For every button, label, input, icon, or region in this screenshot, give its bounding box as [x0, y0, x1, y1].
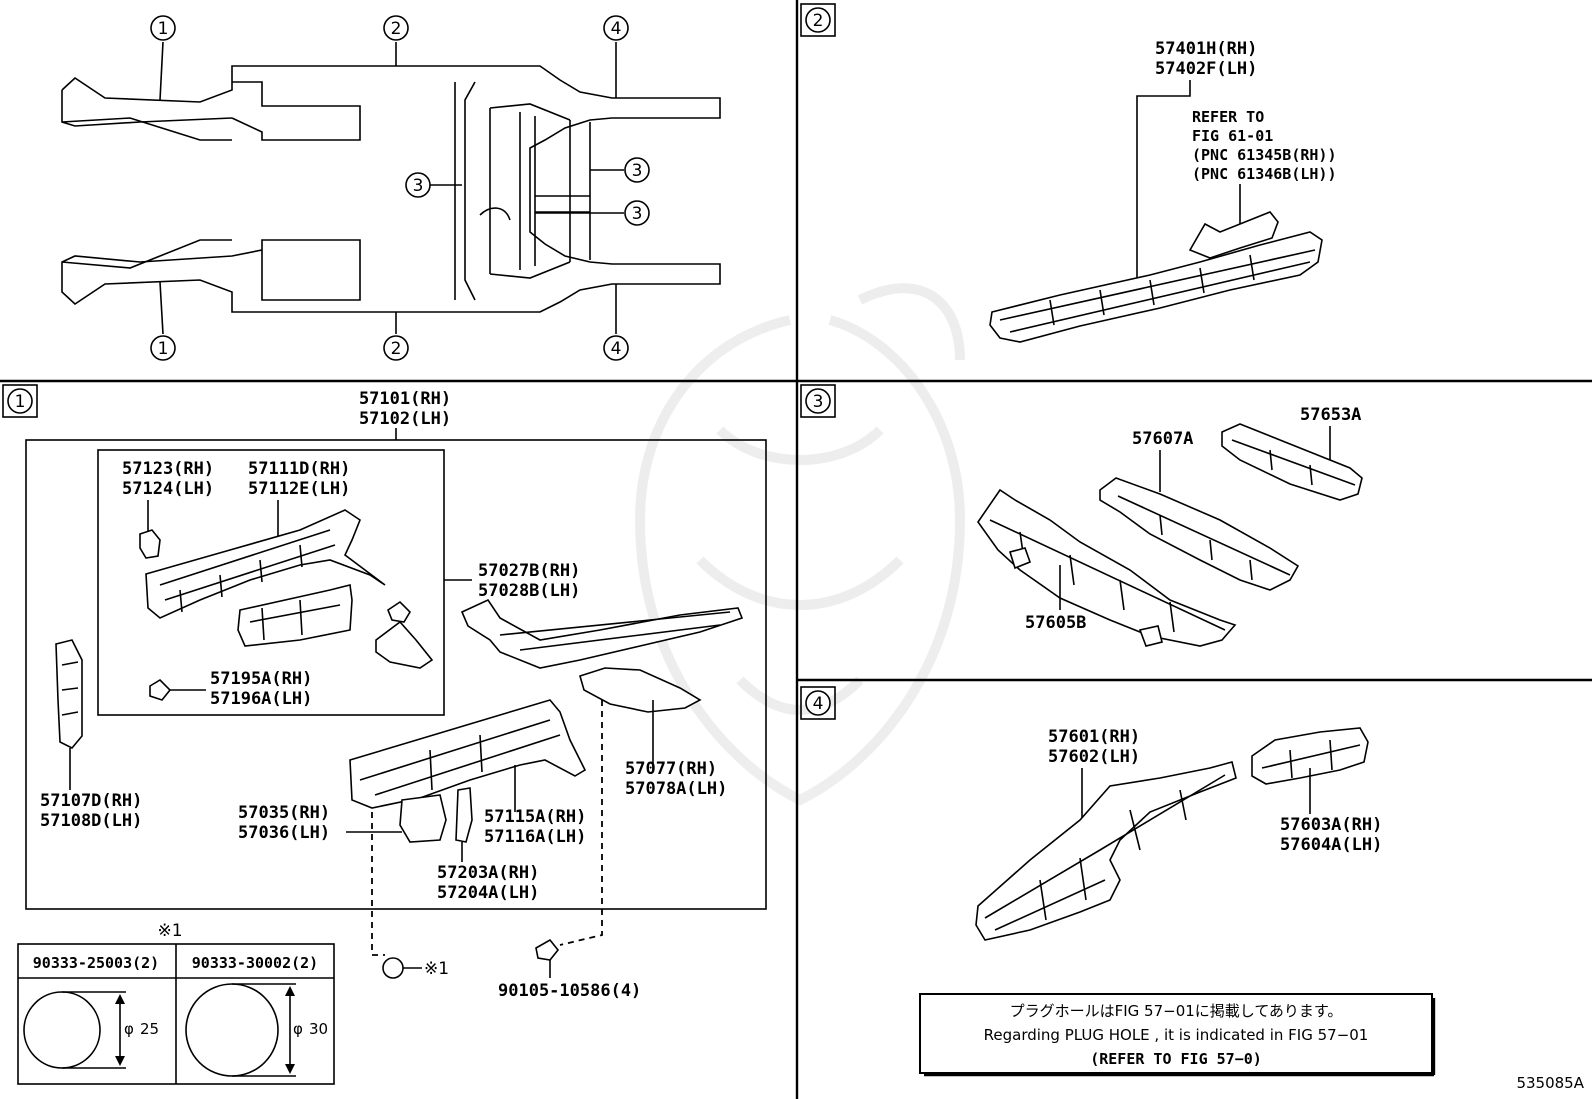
refer-pnc-lh: (PNC 61346B(LH)) [1192, 165, 1337, 183]
plug-25-drawing [23, 991, 101, 1069]
part-57078: 57078A(LH) [625, 779, 727, 799]
plug-hole-notice [919, 993, 1433, 1074]
refer-pnc-rh: (PNC 61345B(RH)) [1192, 146, 1337, 164]
bolt-drawing [535, 938, 560, 961]
part-57196: 57196A(LH) [210, 689, 312, 709]
part-57115: 57115A(RH) [484, 807, 586, 827]
part-57607: 57607A [1132, 429, 1193, 449]
section-2-label: 2 [813, 11, 824, 31]
bracket-57123-drawing [139, 529, 161, 559]
part-57402: 57402F(LH) [1155, 59, 1257, 79]
part-57035: 57035(RH) [238, 803, 330, 823]
section-2: 2 57401H(RH) 57402F(LH) REFER TO FIG 61-… [800, 3, 1337, 343]
section-3-label: 3 [813, 392, 824, 412]
section-1-label: 1 [15, 392, 26, 412]
callout-4-bottom: 4 [611, 339, 622, 359]
part-57605: 57605B [1025, 613, 1086, 633]
part-57028: 57028B(LH) [478, 581, 580, 601]
bracket-57035-drawing [399, 794, 447, 843]
callout-3-right-upper: 3 [632, 161, 643, 181]
plug-25-phi: φ [124, 1020, 134, 1038]
part-57401: 57401H(RH) [1155, 39, 1257, 59]
callout-2-top: 2 [391, 19, 402, 39]
callout-3-right-lower: 3 [632, 204, 643, 224]
part-57077: 57077(RH) [625, 759, 717, 779]
callout-1-top: 1 [158, 19, 169, 39]
part-57116: 57116A(LH) [484, 827, 586, 847]
section-4: 4 57601(RH) 57602(LH) 57603A(RH) 57604A(… [800, 686, 1436, 1077]
pillar-57107-drawing [55, 639, 83, 749]
frame-rail-57111-drawing [145, 509, 386, 619]
plug-30-part: 90333-30002(2) [192, 954, 318, 972]
underbody-overview: 1 2 4 1 2 4 3 3 3 [61, 15, 721, 361]
rocker-panel-57401-drawing [989, 231, 1323, 343]
part-57108: 57108D(LH) [40, 811, 142, 831]
part-57603: 57603A(RH) [1280, 815, 1382, 835]
part-57203: 57203A(RH) [437, 863, 539, 883]
gusset-57203-drawing [455, 787, 473, 843]
callout-1-bottom: 1 [158, 339, 169, 359]
part-57204: 57204A(LH) [437, 883, 539, 903]
part-57653: 57653A [1300, 405, 1361, 425]
part-57027: 57027B(RH) [478, 561, 580, 581]
part-57602: 57602(LH) [1048, 747, 1140, 767]
part-57111: 57111D(RH) [248, 459, 350, 479]
part-57101: 57101(RH) [359, 389, 451, 409]
notice-japanese: プラグホールはFIG 57−01に掲載してあります。 [1010, 1002, 1343, 1020]
notice-reference: (REFER TO FIG 57−0) [1090, 1050, 1262, 1068]
bracket-small-drawing [387, 600, 412, 623]
part-57124: 57124(LH) [122, 479, 214, 499]
part-57604: 57604A(LH) [1280, 835, 1382, 855]
callout-2-bottom: 2 [391, 339, 402, 359]
section-1: 1 57101(RH) 57102(LH) 57123(RH) 57124(LH… [2, 384, 767, 1085]
plug-hole-marker [382, 957, 404, 979]
section-3: 3 57653A 57607A 57605B [800, 384, 1363, 647]
plug-ref-mark: ※1 [424, 959, 449, 979]
refer-to: REFER TO [1192, 108, 1264, 126]
plug-30-drawing [185, 983, 279, 1077]
plug-30-diameter: 30 [309, 1020, 328, 1038]
plug-table-ref-mark: ※1 [157, 921, 182, 941]
callout-4-top: 4 [611, 19, 622, 39]
plug-25-part: 90333-25003(2) [33, 954, 159, 972]
part-57107: 57107D(RH) [40, 791, 142, 811]
reinforcement-drawing [237, 584, 353, 647]
watermark-emblem [634, 283, 966, 806]
section-4-label: 4 [813, 694, 824, 714]
part-57112: 57112E(LH) [248, 479, 350, 499]
plug-25-diameter: 25 [140, 1020, 159, 1038]
refer-fig: FIG 61-01 [1192, 127, 1273, 145]
clip-57195-drawing [149, 678, 172, 701]
figure-id: 535085A [1516, 1074, 1584, 1092]
bracket-61345-drawing [1188, 211, 1279, 259]
part-57123: 57123(RH) [122, 459, 214, 479]
part-57102: 57102(LH) [359, 409, 451, 429]
bracket-57077-drawing [579, 667, 702, 713]
part-57036: 57036(LH) [238, 823, 330, 843]
plug-30-phi: φ [293, 1020, 303, 1038]
part-57601: 57601(RH) [1048, 727, 1140, 747]
bracket-mount-drawing [375, 620, 434, 669]
part-90105: 90105-10586(4) [498, 981, 641, 1001]
part-57195: 57195A(RH) [210, 669, 312, 689]
callout-3-left: 3 [413, 176, 424, 196]
rear-floor-side-member-57601-drawing [975, 761, 1237, 941]
notice-english: Regarding PLUG HOLE , it is indicated in… [984, 1026, 1369, 1044]
